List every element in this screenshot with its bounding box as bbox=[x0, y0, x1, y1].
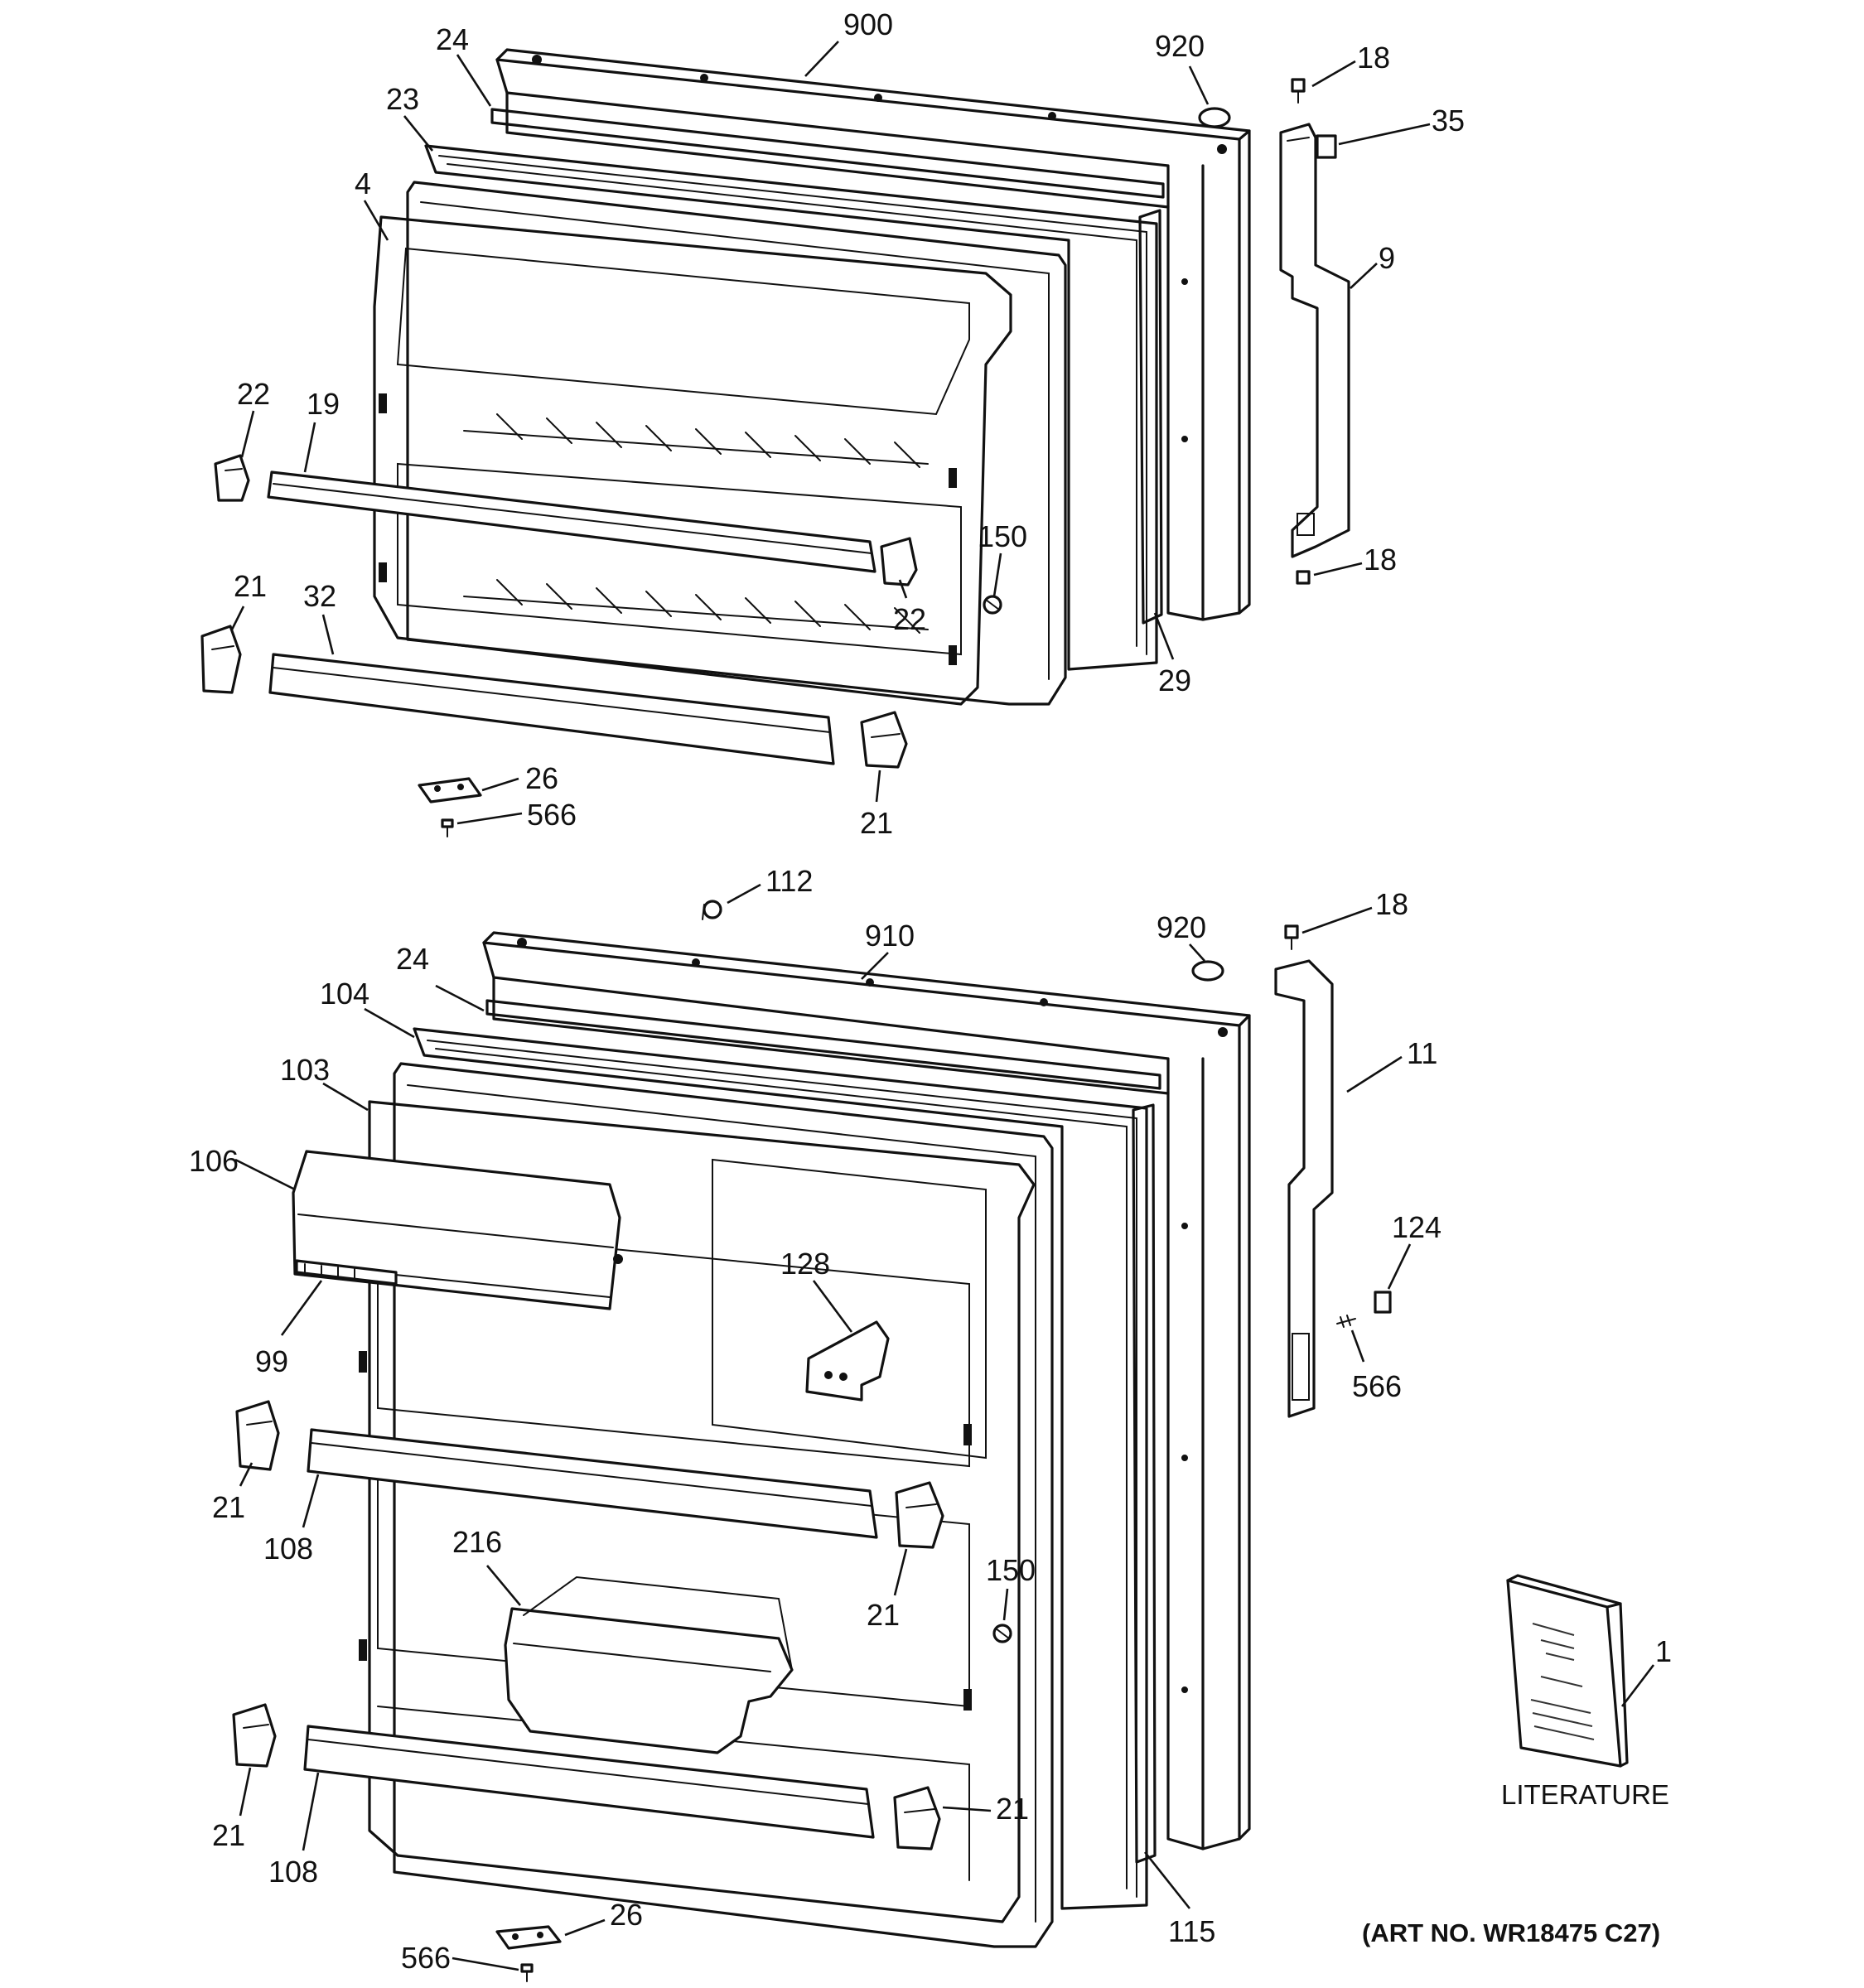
callout-150-lower: 150 bbox=[986, 1553, 1036, 1587]
part-4-door-liner bbox=[373, 181, 1067, 706]
part-29-strip bbox=[1138, 209, 1163, 625]
part-115-strip bbox=[1132, 1103, 1157, 1864]
part-103-door-liner bbox=[359, 1062, 1054, 1948]
literature-label: LITERATURE bbox=[1501, 1779, 1669, 1810]
part-920-plug-button bbox=[1198, 107, 1231, 128]
part-32-shelf-bar bbox=[268, 653, 835, 765]
callout-104: 104 bbox=[320, 977, 369, 1011]
callout-4: 4 bbox=[355, 166, 371, 200]
callout-24: 24 bbox=[436, 22, 469, 56]
part-19-shelf-bar bbox=[267, 470, 876, 573]
part-920-plug-button-lower bbox=[1191, 960, 1224, 982]
callout-108-lower: 108 bbox=[268, 1855, 318, 1889]
part-21-door-stop-d bbox=[893, 1786, 941, 1850]
part-21-door-stop-a bbox=[235, 1400, 280, 1471]
callout-115: 115 bbox=[1168, 1914, 1215, 1948]
callout-23: 23 bbox=[386, 82, 419, 116]
part-566-screw-handle bbox=[1336, 1315, 1356, 1328]
callout-900: 900 bbox=[843, 7, 893, 41]
liner-ribs-upper bbox=[463, 413, 929, 468]
callout-26-upper: 26 bbox=[525, 761, 558, 795]
callout-910: 910 bbox=[865, 919, 915, 953]
part-9-handle bbox=[1279, 123, 1350, 558]
callout-216: 216 bbox=[452, 1525, 502, 1559]
callout-21-left: 21 bbox=[234, 569, 267, 603]
part-112-screw bbox=[702, 900, 722, 920]
part-150-plug bbox=[983, 595, 1002, 615]
callout-19: 19 bbox=[307, 387, 340, 421]
callout-566-handle: 566 bbox=[1352, 1369, 1402, 1403]
callout-35: 35 bbox=[1432, 104, 1465, 138]
part-18-screw-lower-door bbox=[1284, 924, 1299, 950]
callout-21-d: 21 bbox=[996, 1792, 1029, 1826]
part-21-door-stop-c bbox=[232, 1703, 277, 1768]
callout-128: 128 bbox=[780, 1247, 830, 1281]
part-150-plug-lower bbox=[992, 1624, 1012, 1643]
part-1-literature bbox=[1506, 1574, 1629, 1768]
liner-ribs-lower bbox=[463, 579, 929, 634]
part-24-gasket-strip-lower bbox=[485, 999, 1161, 1090]
part-35-cap bbox=[1316, 134, 1337, 159]
part-566-screw-upper bbox=[441, 818, 454, 837]
callout-11: 11 bbox=[1407, 1036, 1437, 1070]
callout-18-top: 18 bbox=[1357, 41, 1390, 75]
callout-566-lower: 566 bbox=[401, 1941, 451, 1975]
callout-99: 99 bbox=[255, 1344, 288, 1378]
part-22-end-cap-left bbox=[214, 454, 250, 502]
part-124-clip bbox=[1374, 1291, 1392, 1314]
part-128-bracket bbox=[805, 1320, 890, 1402]
part-900-door-panel bbox=[495, 48, 1251, 621]
callout-21-a: 21 bbox=[212, 1490, 245, 1524]
callout-21-right: 21 bbox=[860, 806, 893, 840]
callout-18-lower: 18 bbox=[1375, 887, 1408, 921]
callout-21-b: 21 bbox=[867, 1598, 900, 1632]
callout-112: 112 bbox=[765, 864, 813, 898]
callout-18-bottom: 18 bbox=[1364, 543, 1397, 577]
part-23-gasket bbox=[424, 144, 1158, 671]
callout-22-left: 22 bbox=[237, 377, 270, 411]
leader-lines bbox=[230, 41, 1655, 1971]
part-26-plate-lower bbox=[495, 1925, 562, 1950]
part-24-gasket-strip bbox=[490, 108, 1165, 199]
callout-24-lower: 24 bbox=[396, 942, 429, 976]
callout-22-right: 22 bbox=[893, 602, 926, 636]
part-106-dairy-door bbox=[292, 1150, 623, 1310]
callout-103: 103 bbox=[280, 1053, 330, 1087]
part-566-screw-lower bbox=[520, 1963, 534, 1982]
part-99-hinge-strip bbox=[295, 1259, 398, 1286]
part-216-bin bbox=[504, 1575, 794, 1754]
part-21-door-stop-b bbox=[895, 1481, 944, 1549]
callout-1: 1 bbox=[1655, 1634, 1672, 1668]
callout-108-upper: 108 bbox=[263, 1532, 313, 1566]
callout-29: 29 bbox=[1158, 663, 1191, 697]
art-number: (ART NO. WR18475 C27) bbox=[1362, 1918, 1660, 1947]
part-108-shelf-bar-upper bbox=[307, 1428, 878, 1539]
part-18-screw-upper bbox=[1291, 78, 1306, 104]
lower-callout-labels: 112 910 920 18 24 104 103 11 106 124 128… bbox=[189, 864, 1672, 1975]
part-18-screw-lower bbox=[1296, 570, 1311, 585]
callout-32: 32 bbox=[303, 579, 336, 613]
callout-150-upper: 150 bbox=[978, 519, 1027, 553]
callout-9: 9 bbox=[1379, 241, 1395, 275]
upper-door-assembly bbox=[200, 48, 1350, 837]
part-22-end-cap-right bbox=[880, 537, 918, 586]
callout-920: 920 bbox=[1155, 29, 1205, 63]
callout-26-lower: 26 bbox=[610, 1898, 643, 1932]
part-21-door-stop-left bbox=[200, 625, 242, 694]
part-910-door-panel bbox=[482, 931, 1251, 1850]
callout-566-upper: 566 bbox=[527, 798, 577, 832]
callout-21-c: 21 bbox=[212, 1818, 245, 1852]
callout-124: 124 bbox=[1392, 1210, 1441, 1244]
part-21-door-stop-right bbox=[860, 711, 908, 769]
part-26-plate bbox=[418, 777, 482, 803]
part-108-shelf-bar-lower bbox=[303, 1725, 875, 1839]
callout-106: 106 bbox=[189, 1144, 239, 1178]
upper-callout-labels: 900 920 24 23 4 18 35 9 18 22 19 150 22 … bbox=[234, 7, 1465, 840]
lower-door-assembly bbox=[232, 900, 1392, 1982]
callout-920-lower: 920 bbox=[1157, 910, 1206, 944]
part-11-handle bbox=[1274, 959, 1334, 1418]
